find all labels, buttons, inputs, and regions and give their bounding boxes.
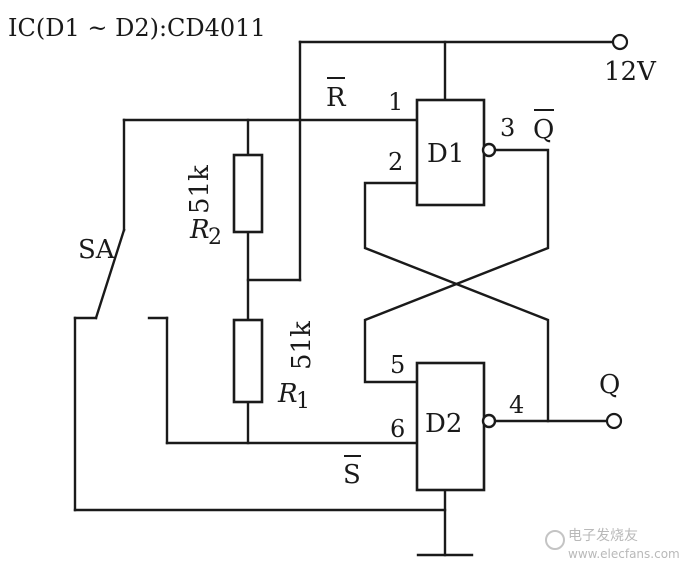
diagram-title: IC(D1 ~ D2):CD4011 <box>8 14 266 42</box>
resistor-r2-letter: R <box>189 215 210 245</box>
gate-d2-label: D2 <box>425 409 462 439</box>
signal-q-label: Q <box>599 370 620 400</box>
resistor-r1-subscript: 1 <box>296 389 310 414</box>
watermark-url: www.elecfans.com <box>568 547 680 561</box>
gate-d1-pin-3: 3 <box>500 114 515 142</box>
gate-d2 <box>415 361 486 492</box>
signal-r-bar-label: R <box>326 83 347 113</box>
gate-d2-pin-6: 6 <box>390 415 405 443</box>
gate-d1-inverter-bubble <box>481 142 497 158</box>
supply-terminal <box>611 33 629 51</box>
resistor-r2-value: 51k <box>185 165 215 214</box>
watermark-brand: 电子发烧友 <box>568 528 638 544</box>
resistor-r1-value: 51k <box>287 321 317 370</box>
q-output-terminal <box>605 412 623 430</box>
signal-s-bar-label: S <box>343 460 361 490</box>
wire-d1-pin2-feedback <box>363 181 550 423</box>
watermark-logo-icon <box>545 530 565 550</box>
gate-d2-pin-5: 5 <box>390 351 405 379</box>
resistor-r2-subscript: 2 <box>208 225 222 250</box>
switch-sa-blade <box>94 228 126 320</box>
gate-d2-inverter-bubble <box>481 413 497 429</box>
resistor-r1 <box>232 318 264 404</box>
wires <box>73 40 614 557</box>
watermark: 电子发烧友 www.elecfans.com <box>545 528 680 561</box>
gate-d1-label: D1 <box>427 139 464 169</box>
gate-d1-pin-1: 1 <box>388 88 403 116</box>
supply-voltage-label: 12V <box>604 57 657 87</box>
gate-d2-pin-4: 4 <box>509 391 524 419</box>
switch-label: SA <box>78 235 116 265</box>
wire-d1-output-to-d2 <box>363 148 550 384</box>
resistor-r1-letter: R <box>277 379 298 409</box>
resistor-r2 <box>232 153 264 234</box>
signal-q-bar-label: Q <box>533 115 554 145</box>
gate-d1-pin-2: 2 <box>388 148 403 176</box>
